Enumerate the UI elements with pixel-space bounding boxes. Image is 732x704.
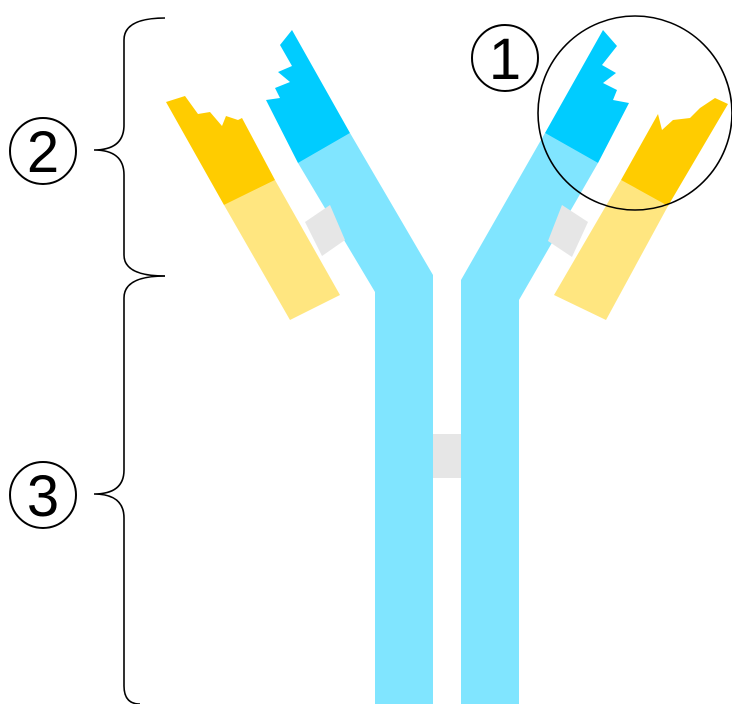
label-fab-region: 2 [10,118,76,185]
fc-region-brace [94,276,165,704]
label-fab-region-text: 2 [27,120,59,185]
hinge-disulfide-bond [433,434,461,478]
label-fc-region: 3 [10,462,76,529]
label-paratope-text: 1 [489,27,521,92]
label-fc-region-text: 3 [27,464,59,529]
label-paratope: 1 [472,25,538,92]
fab-region-brace [94,18,165,276]
